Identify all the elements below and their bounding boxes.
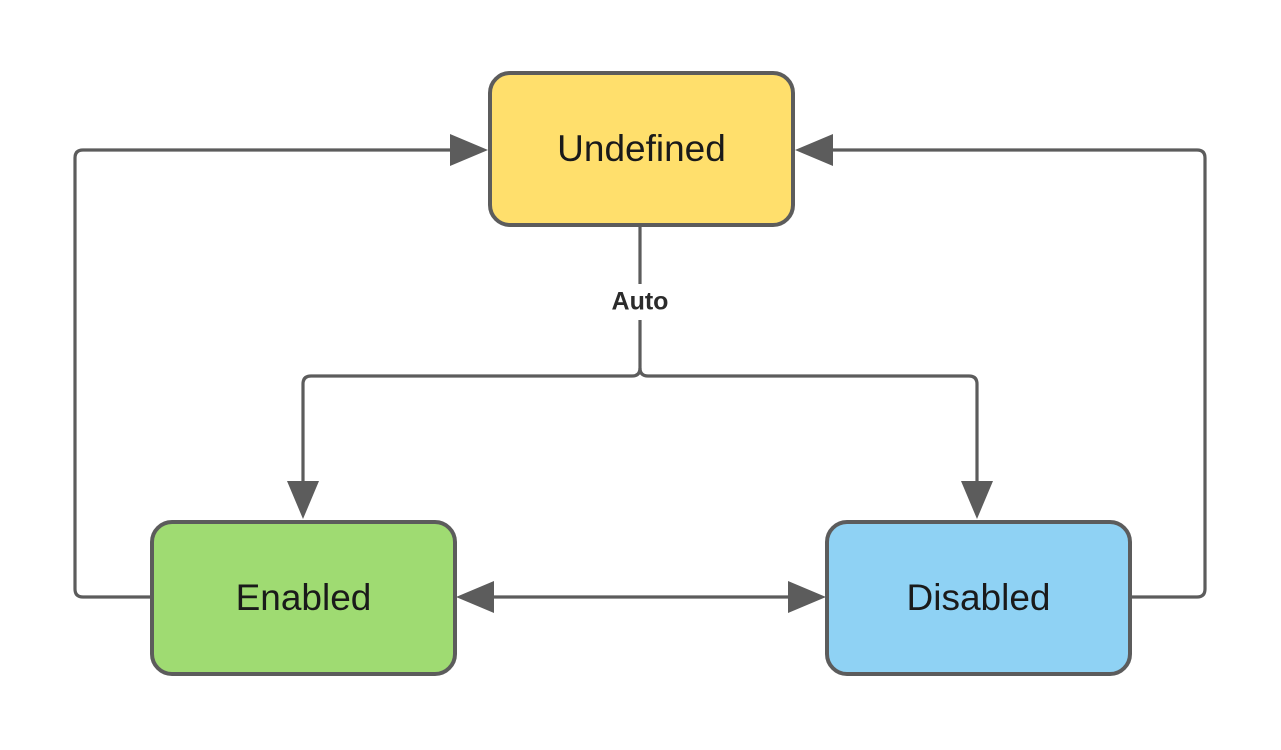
edge-enabled-disabled-bidirectional[interactable] — [456, 581, 826, 613]
edge-auto-fork[interactable] — [287, 225, 993, 519]
edge-enabled-to-undefined-path — [73, 148, 452, 599]
node-undefined-shape — [488, 71, 795, 227]
edge-disabled-to-undefined-arrowhead — [795, 134, 833, 166]
edge-disabled-to-undefined-path — [832, 148, 1207, 599]
edge-auto-fork-branch-right — [638, 367, 979, 483]
node-enabled-shape — [150, 520, 457, 676]
edge-enabled-to-undefined[interactable] — [73, 134, 488, 599]
edge-enabled-to-disabled-arrowhead — [788, 581, 826, 613]
edge-disabled-to-enabled-arrowhead — [456, 581, 494, 613]
node-disabled-shape — [825, 520, 1132, 676]
edge-enabled-to-undefined-arrowhead — [450, 134, 488, 166]
edge-auto-fork-branch-left — [301, 367, 642, 483]
edge-auto-to-disabled-arrowhead — [961, 481, 993, 519]
node-enabled-label: Enabled — [236, 577, 372, 618]
edge-label-auto-text: Auto — [612, 288, 669, 316]
edge-auto-to-enabled-arrowhead — [287, 481, 319, 519]
edge-layer: Auto — [73, 134, 1207, 613]
node-undefined-label: Undefined — [557, 128, 726, 169]
node-disabled-label: Disabled — [907, 577, 1051, 618]
edge-label-auto: Auto — [596, 284, 684, 320]
node-undefined[interactable]: Undefined — [488, 71, 795, 227]
node-disabled[interactable]: Disabled — [825, 520, 1132, 676]
node-layer: Undefined Enabled Disabled — [150, 71, 1132, 676]
edge-label-auto-background — [596, 284, 684, 320]
node-enabled[interactable]: Enabled — [150, 520, 457, 676]
edge-disabled-to-undefined[interactable] — [795, 134, 1207, 599]
